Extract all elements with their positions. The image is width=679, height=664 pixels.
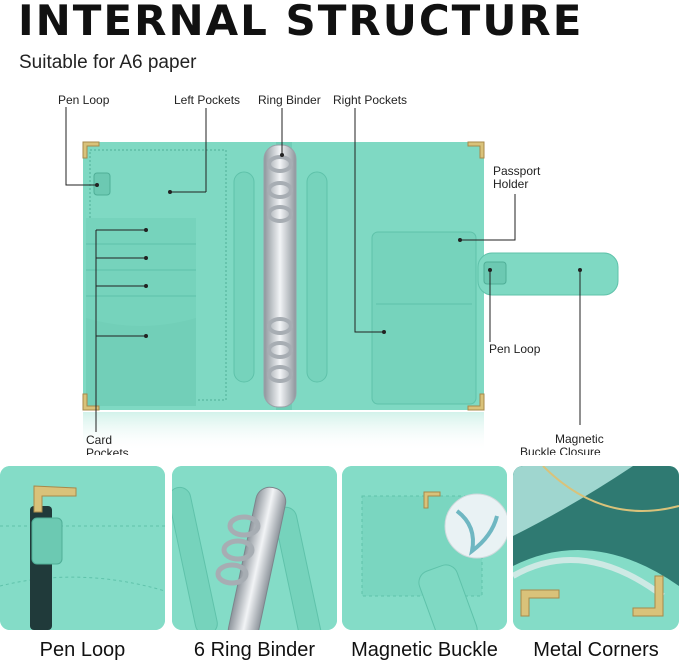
detail-magnetic-buckle-photo (342, 466, 507, 630)
detail-pen-loop-photo (0, 466, 165, 630)
binder-illustration (65, 107, 619, 452)
callout-magnetic-closure-1: Magnetic (555, 432, 604, 446)
marble-badge (444, 493, 507, 559)
callout-left-pockets: Left Pockets (174, 93, 241, 107)
callout-ring-binder: Ring Binder (258, 93, 321, 107)
callout-pen-loop-right: Pen Loop (489, 342, 541, 356)
caption-magnetic-buckle: Magnetic Buckle (351, 639, 498, 661)
callout-passport-holder-1: Passport (493, 164, 541, 178)
page-subtitle: Suitable for A6 paper (19, 52, 197, 73)
caption-metal-corners: Metal Corners (533, 639, 659, 661)
detail-ring-binder-photo (172, 466, 337, 630)
buckle-strap (418, 564, 478, 630)
pen-loop-strap (93, 172, 111, 196)
callout-magnetic-closure-2: Buckle Closure (520, 446, 601, 455)
callout-pen-loop-top: Pen Loop (58, 93, 110, 107)
detail-metal-corners-photo (513, 466, 679, 630)
ring-binder-bar (227, 486, 287, 630)
magnetic-strap (477, 252, 619, 296)
page-title: INTERNAL STRUCTURE (18, 0, 584, 45)
caption-pen-loop: Pen Loop (39, 639, 126, 661)
callout-card-pockets-1: Card (86, 433, 113, 447)
callout-card-pockets-2: Pockets (86, 447, 129, 455)
caption-ring-binder: 6 Ring Binder (193, 639, 316, 661)
callout-passport-holder-2: Holder (493, 177, 529, 191)
callout-right-pockets: Right Pockets (333, 93, 408, 107)
